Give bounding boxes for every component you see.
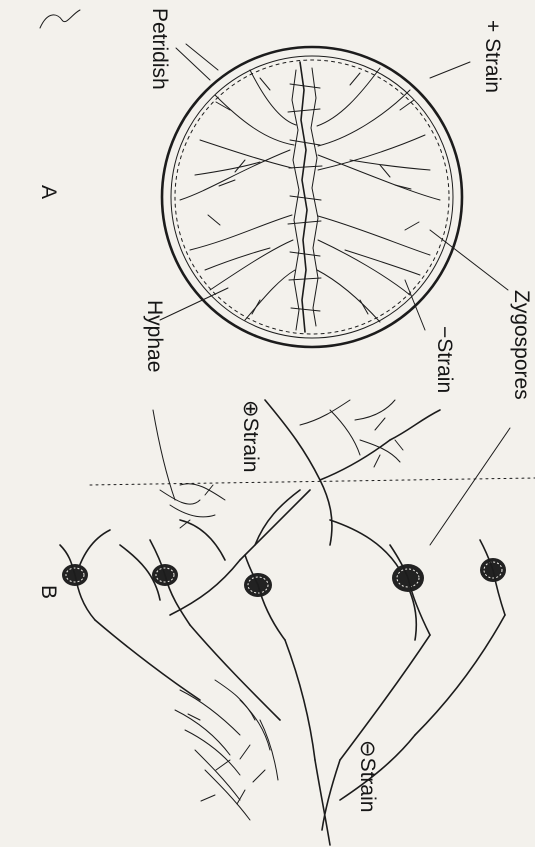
zygospores-leader-b: [430, 428, 510, 545]
label-zygospores: Zygospores: [509, 290, 533, 400]
plus-strain-leader: [430, 62, 470, 78]
petridish-rim-outer: [162, 47, 462, 347]
separator: [90, 478, 535, 485]
label-panel-b: B: [36, 585, 60, 599]
zygospores-leader-a: [430, 230, 508, 290]
label-hyphae: Hyphae: [142, 300, 166, 372]
suspensor-hyphae: [60, 540, 505, 845]
petridish: [162, 47, 462, 347]
leader-lines-a: [160, 44, 508, 330]
label-minus-strain-b: ⊖Strain: [355, 740, 380, 812]
label-panel-a: A: [36, 185, 60, 199]
zygospores-b: [62, 558, 506, 597]
label-minus-strain-a: −Strain: [432, 326, 456, 393]
label-plus-strain-b: ⊕Strain: [238, 400, 263, 472]
petridish-leader-2: [186, 44, 218, 70]
corner-mark: [40, 10, 80, 28]
label-plus-strain-a: + Strain: [480, 20, 504, 93]
hyphae-leader-b: [153, 410, 175, 500]
label-petridish: Petridish: [147, 8, 171, 90]
petridish-rim-inner: [171, 56, 453, 338]
minus-strain-hyphae: [317, 68, 440, 322]
plus-strain-hyphae: [180, 70, 296, 320]
zygospore-band: [288, 62, 322, 332]
petridish-leader-1: [176, 48, 210, 80]
minus-strain-b-fine-hyphae: [175, 680, 278, 820]
